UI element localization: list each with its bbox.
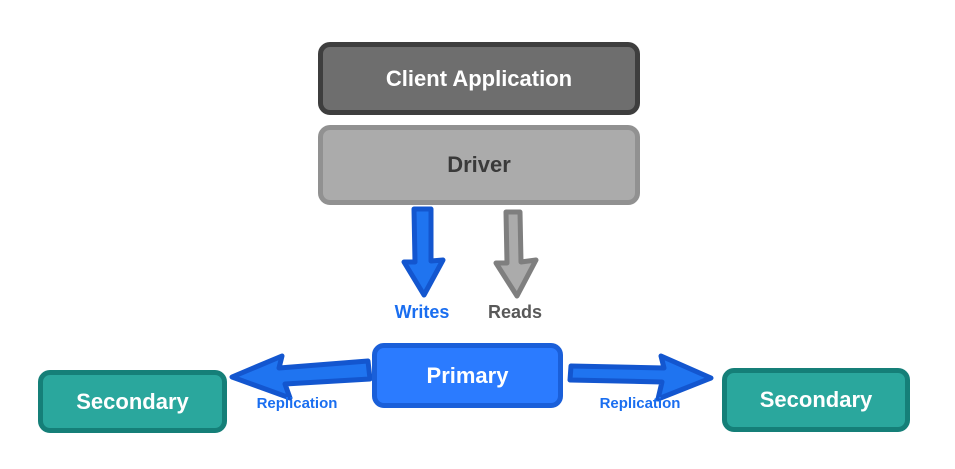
driver-node: Driver — [318, 125, 640, 205]
primary-node: Primary — [372, 343, 563, 408]
replication-left-edge-label: Replication — [256, 395, 338, 412]
replication-left-arrow-icon — [229, 353, 373, 401]
reads-edge-label: Reads — [487, 302, 543, 322]
secondary-left-label: Secondary — [76, 388, 189, 414]
primary-label: Primary — [426, 362, 509, 388]
reads-arrow-icon — [493, 209, 539, 299]
writes-edge-label: Writes — [394, 302, 450, 322]
secondary-right-label: Secondary — [759, 387, 873, 412]
writes-arrow-icon — [401, 206, 446, 298]
secondary-right-node: Secondary — [722, 368, 910, 432]
secondary-left-node: Secondary — [38, 370, 227, 433]
client-application-label: Client Application — [385, 65, 573, 91]
driver-label: Driver — [447, 152, 511, 177]
replication-right-edge-label: Replication — [599, 395, 681, 412]
replication-right-arrow-icon — [567, 353, 714, 402]
client-application-node: Client Application — [318, 42, 640, 115]
